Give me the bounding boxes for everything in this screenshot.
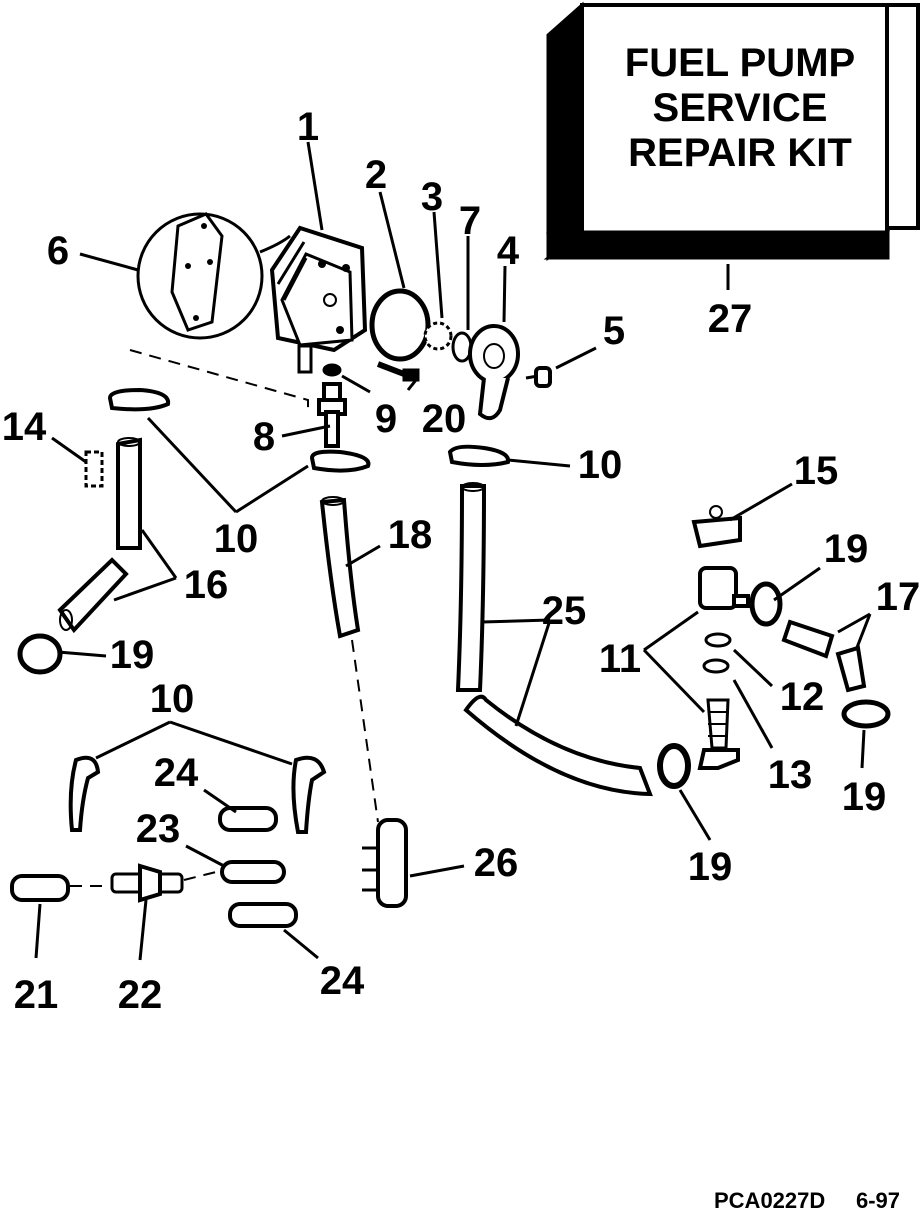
o-ring-12: [704, 632, 732, 648]
connector-26: [362, 818, 408, 908]
o-ring-2: [369, 288, 431, 362]
callout-2: 2: [365, 153, 387, 197]
hose-17-upper: [781, 619, 835, 659]
clip-15: [691, 505, 742, 549]
callout-labels: 1 2 3 7 4 5 6 9 20 8 10 10 14 16 19 18 2…: [2, 105, 921, 1017]
callout-18: 18: [388, 513, 433, 557]
screw-5: [525, 366, 552, 388]
callout-6: 6: [47, 229, 69, 273]
filter-11: [697, 566, 750, 770]
clamp-10-mid: [309, 449, 371, 473]
callout-16: 16: [184, 563, 229, 607]
spring-3: [423, 321, 453, 351]
callout-19-b: 19: [824, 527, 869, 571]
guide-line-22: [183, 871, 217, 881]
hose-25-vertical: [455, 482, 487, 692]
hose-25-curve: [463, 694, 653, 797]
callout-5: 5: [603, 309, 625, 353]
hose-18: [319, 496, 361, 639]
callout-3: 3: [421, 175, 443, 219]
callout-22: 22: [118, 973, 163, 1017]
callout-15: 15: [794, 449, 839, 493]
clamp-19-right-lower: [841, 699, 891, 729]
repair-kit-box: FUEL PUMP SERVICE REPAIR KIT: [543, 1, 920, 262]
callout-19-a: 19: [110, 633, 155, 677]
callout-26: 26: [474, 841, 519, 885]
clamp-10-lower-right: [291, 755, 327, 834]
callout-10-c: 10: [150, 677, 195, 721]
cover-4: [468, 324, 520, 421]
clamp-10-upper: [107, 387, 171, 412]
callout-4: 4: [497, 229, 520, 273]
hose-17-lower: [835, 645, 867, 693]
leader-lines: [34, 141, 872, 961]
clamp-19-bottom: [657, 743, 691, 789]
washer-9: [322, 363, 342, 377]
clamp-10-lower-left: [68, 755, 101, 832]
clamp-10-right: [447, 444, 511, 467]
callout-9: 9: [375, 397, 397, 441]
callout-19-d: 19: [688, 845, 733, 889]
figure-date: 6-97: [856, 1188, 900, 1213]
fitting-22: [110, 863, 184, 903]
kit-title-line-1: FUEL PUMP: [625, 41, 855, 85]
callout-8: 8: [253, 415, 275, 459]
hose-23: [220, 860, 286, 884]
callout-10-a: 10: [214, 517, 259, 561]
clamp-19-right-upper: [749, 581, 783, 627]
callout-13: 13: [768, 753, 813, 797]
callout-19-c: 19: [842, 775, 887, 819]
hose-24-upper: [218, 806, 278, 832]
gasket-detail-circle: [136, 212, 291, 340]
guide-line-hose-18: [351, 639, 379, 823]
figure-code: PCA0227D: [714, 1188, 825, 1213]
callout-20: 20: [422, 397, 467, 441]
callout-25: 25: [542, 589, 587, 633]
kit-title-line-3: REPAIR KIT: [628, 131, 852, 175]
guide-line-pump: [129, 349, 309, 410]
hose-16-upper: [116, 437, 142, 550]
callout-14: 14: [2, 405, 47, 449]
primer-bulb-21: [10, 874, 70, 902]
callout-27: 27: [708, 297, 753, 341]
callout-1: 1: [297, 105, 319, 149]
fuel-pump-body: [269, 225, 368, 374]
callout-7: 7: [459, 199, 481, 243]
screw-20: [376, 361, 420, 382]
kit-title-line-2: SERVICE: [653, 86, 828, 130]
callout-10-b: 10: [578, 443, 623, 487]
callout-17: 17: [876, 575, 921, 619]
hose-16-lower: [57, 557, 129, 634]
o-ring-13: [702, 658, 730, 674]
callout-11: 11: [599, 637, 641, 681]
callout-12: 12: [780, 675, 825, 719]
callout-21: 21: [14, 973, 59, 1017]
callout-24-b: 24: [320, 959, 365, 1003]
spring-14: [84, 450, 104, 488]
callout-24-a: 24: [154, 751, 199, 795]
fitting-8: [317, 382, 347, 448]
clamp-19-left: [17, 633, 63, 675]
hose-24-lower: [228, 902, 298, 928]
callout-23: 23: [136, 807, 181, 851]
